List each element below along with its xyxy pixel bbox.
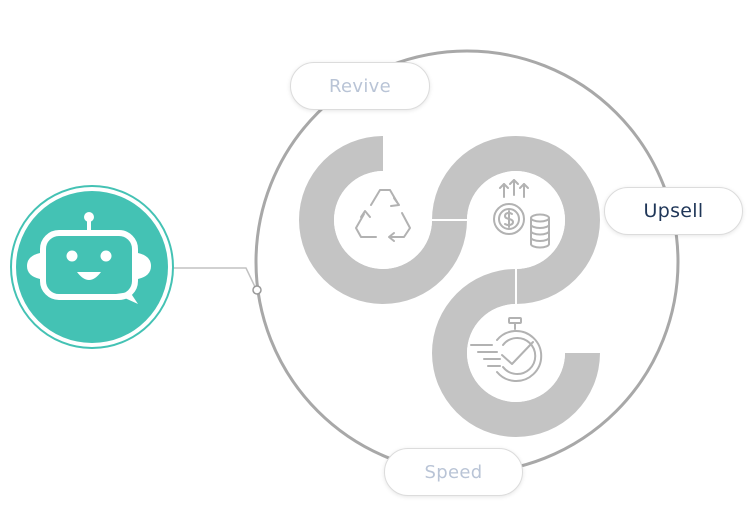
- band-upsell: [432, 136, 600, 304]
- s-bands: [299, 136, 600, 437]
- speed-label: Speed: [424, 461, 483, 483]
- bot-connector-node: [252, 285, 262, 295]
- upsell-label-pill: Upsell: [604, 187, 743, 235]
- revive-disc: [334, 171, 432, 269]
- upsell-label: Upsell: [643, 200, 704, 222]
- recycle-icon: [355, 189, 411, 242]
- stopwatch-check-icon: [470, 317, 543, 382]
- robot-chat-icon: [27, 212, 151, 304]
- revive-label: Revive: [329, 75, 391, 97]
- band-speed: [432, 269, 600, 437]
- upsell-disc: [467, 171, 565, 269]
- speed-label-pill: Speed: [384, 448, 523, 496]
- bot-badge: [10, 185, 174, 349]
- money-growth-icon: [493, 179, 550, 249]
- band-revive: [299, 136, 467, 304]
- revive-label-pill: Revive: [290, 62, 430, 110]
- speed-disc: [467, 304, 565, 402]
- bot-connector-line: [172, 267, 257, 290]
